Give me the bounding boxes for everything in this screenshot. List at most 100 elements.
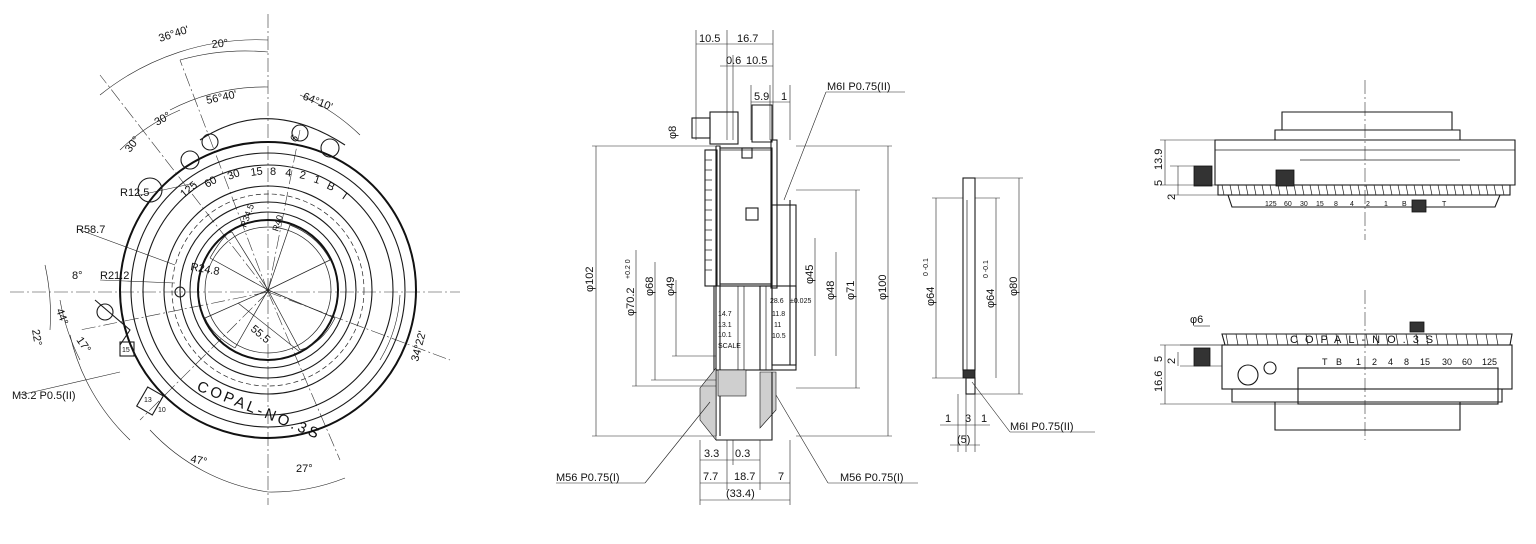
lower-scale: T B 1 2 4 8 15 30 60 125 — [1322, 357, 1497, 367]
top-dim-10-5-b: 10.5 — [746, 55, 767, 67]
angle-36-40: 36°40' — [157, 24, 190, 45]
inner-14-7: 14.7 — [718, 311, 732, 318]
angle-56-40: 56°40' — [205, 89, 238, 107]
ring-view: φ64 0 -0.1 φ64 0 -0.1 φ80 1 3 1 (5) M6I … — [923, 177, 1095, 452]
bore-tol: ±0.025 — [790, 298, 811, 305]
upper-scale-t: T — [1442, 201, 1447, 208]
ring-dim-1-a: 1 — [945, 413, 951, 425]
lower-scale-30: 30 — [1442, 357, 1452, 367]
dim-13: 13 — [144, 397, 152, 404]
lower-dim-5: 5 — [1153, 356, 1165, 362]
side-section: 10.5 16.7 0.6 10.5 5.9 1 — [556, 30, 918, 505]
angle-30-b: 30° — [123, 134, 143, 155]
speed-1: 1 — [312, 173, 322, 186]
top-dim-0-6: 0.6 — [726, 55, 741, 67]
upper-dim-2: 2 — [1166, 194, 1178, 200]
thread-m3-2: M3.2 P0.5(II) — [12, 390, 76, 402]
diam-100: φ100 — [877, 275, 889, 301]
bottom-dim-18-7: 18.7 — [734, 471, 755, 483]
speed-15: 15 — [250, 165, 264, 179]
lower-scale-4: 4 — [1388, 357, 1393, 367]
ring-dim-5: (5) — [957, 434, 970, 446]
speed-8: 8 — [270, 166, 276, 178]
bore-28-6: 28.6 — [770, 298, 784, 305]
speed-30: 30 — [226, 167, 242, 182]
upper-scale-15: 15 — [1316, 201, 1324, 208]
speed-60: 60 — [203, 174, 220, 191]
diam-71: φ71 — [845, 281, 857, 300]
lower-dim-16-6: 16.6 — [1153, 371, 1165, 392]
inner-scale: SCALE — [718, 343, 741, 350]
ring-diam-80: φ80 — [1008, 277, 1020, 296]
thread-m56-left: M56 P0.75(I) — [556, 472, 620, 484]
diam-70-2: φ70.2 — [625, 287, 637, 316]
speed-125: 125 — [178, 179, 200, 200]
upper-scale-4: 4 — [1350, 201, 1354, 208]
upper-scale-b: B — [1402, 201, 1407, 208]
angle-22: 22° — [29, 328, 44, 346]
upper-scale-1: 1 — [1384, 201, 1388, 208]
lower-scale-1: 1 — [1356, 357, 1361, 367]
ring-thread: M6I P0.75(II) — [1010, 421, 1074, 433]
diam-48: φ48 — [825, 281, 837, 300]
bottom-dim-33-4: (33.4) — [726, 488, 755, 500]
angle-44: 44° — [53, 307, 70, 327]
bottom-dim-0-3: 0.3 — [735, 448, 750, 460]
lower-scale-b: B — [1336, 357, 1342, 367]
diam-70-tol: +0.2 0 — [625, 259, 632, 279]
upper-scale-30: 30 — [1300, 201, 1308, 208]
inner-11: 11 — [774, 322, 781, 329]
dim-15: 15 — [122, 347, 130, 354]
angle-20: 20° — [211, 37, 229, 51]
upper-scale: 125 60 30 15 8 4 2 1 B T — [1265, 201, 1447, 208]
inner-13-1: 13.1 — [718, 322, 732, 329]
angle-27: 27° — [296, 463, 313, 475]
dim-10: 10 — [158, 407, 166, 414]
radius-58-7: R58.7 — [76, 224, 105, 236]
top-dim-5-9: 5.9 — [754, 91, 769, 103]
upper-dim-5: 5 — [1153, 180, 1165, 186]
thread-m56-right: M56 P0.75(I) — [840, 472, 904, 484]
top-dim-10-5: 10.5 — [699, 33, 720, 45]
angle-34-22: 34°22' — [409, 330, 429, 363]
lower-scale-60: 60 — [1462, 357, 1472, 367]
radius-40: R40 — [270, 214, 285, 233]
inner-10-5: 10.5 — [772, 333, 786, 340]
lower-brand: COPAL-NO.3S — [1290, 334, 1440, 346]
front-view: 36°40' 20° 56°40' 64°10' 30° 30° 8° 44° … — [10, 14, 460, 505]
speed-t: T — [338, 190, 351, 204]
diam-8: φ8 — [667, 126, 679, 139]
bottom-dim-7: 7 — [778, 471, 784, 483]
speed-2: 2 — [298, 169, 306, 182]
ring-dim-1-b: 1 — [981, 413, 987, 425]
top-view-upper: 13.9 5 2 125 60 30 15 8 4 2 1 B T — [1153, 80, 1516, 240]
diam-45: φ45 — [804, 265, 816, 284]
ring-dim-3: 3 — [965, 413, 971, 425]
angle-47: 47° — [189, 453, 208, 468]
radius-21-2: R21.2 — [100, 270, 129, 282]
top-dim-1: 1 — [781, 91, 787, 103]
thread-m61-top: M6I P0.75(II) — [827, 81, 891, 93]
lower-dim-phi6: φ6 — [1190, 314, 1203, 326]
ring-diam-64-b-tol: 0 -0.1 — [983, 260, 990, 278]
lower-scale-2: 2 — [1372, 357, 1377, 367]
lower-dim-2: 2 — [1166, 358, 1178, 364]
inner-10-1: 10.1 — [718, 332, 732, 339]
dim-55-5: 55.5 — [248, 323, 272, 346]
diam-49: φ49 — [665, 277, 677, 296]
top-dim-16-7: 16.7 — [737, 33, 758, 45]
lower-scale-8: 8 — [1404, 357, 1409, 367]
upper-scale-125: 125 — [1265, 201, 1277, 208]
lower-scale-t: T — [1322, 357, 1328, 367]
bottom-dim-7-7: 7.7 — [703, 471, 718, 483]
ring-diam-64-a-tol: 0 -0.1 — [923, 258, 930, 276]
bottom-dim-3-3: 3.3 — [704, 448, 719, 460]
speed-scale: 125 60 30 15 8 4 2 1 B T — [178, 165, 351, 203]
ring-diam-64-b: φ64 — [985, 289, 997, 308]
ring-diam-64-a: φ64 — [925, 287, 937, 306]
lower-scale-125: 125 — [1482, 357, 1497, 367]
diam-102: φ102 — [584, 267, 596, 293]
speed-4: 4 — [285, 167, 292, 180]
inner-11-8: 11.8 — [772, 311, 785, 318]
